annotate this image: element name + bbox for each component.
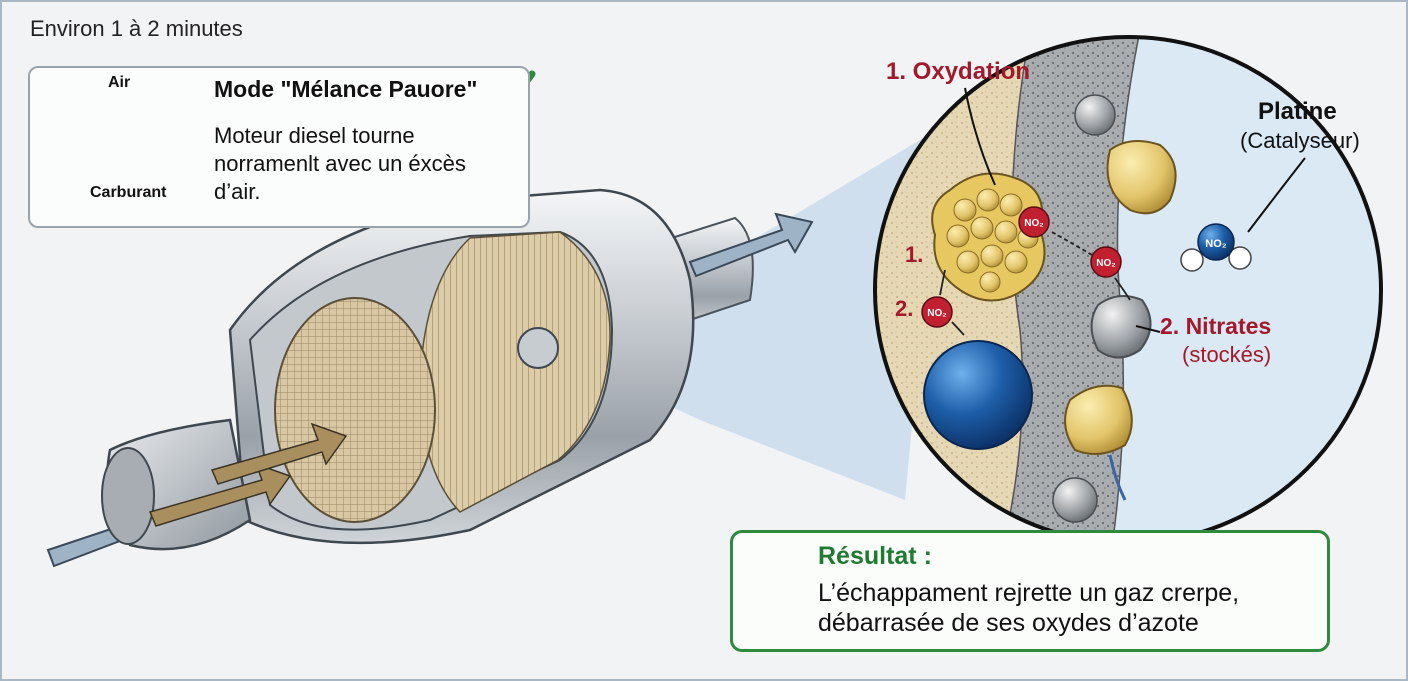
grey-pellet-2 — [1052, 477, 1098, 523]
catalyst-label: (Catalyseur) — [1240, 128, 1360, 153]
molecule-label: NO₂ — [1205, 238, 1227, 250]
nitrates-label: 2. Nitrates — [1160, 313, 1272, 339]
no2-token-2: NO₂ — [1090, 246, 1122, 278]
zoom-beam — [560, 128, 940, 500]
air-label: Air — [108, 74, 131, 91]
grey-pellet-1 — [1074, 94, 1116, 136]
sensor-port — [517, 327, 559, 369]
inner-flow-arrow-1 — [148, 462, 292, 527]
platinum-nugget-2 — [1064, 384, 1133, 455]
leader-oxydation — [964, 87, 996, 186]
mode-box — [28, 66, 530, 228]
stored-label: (stockés) — [1182, 342, 1272, 367]
no2-token-3: NO₂ — [921, 296, 953, 328]
result-box — [730, 530, 1330, 652]
result-title: Résultat : — [818, 542, 932, 570]
time-label: Environ 1 à 2 minutes — [30, 16, 243, 41]
step2-label: 2. — [895, 296, 914, 321]
molecule-label: NO₂ — [1024, 218, 1043, 229]
mode-description: Moteur diesel tourne norramenlt avec un … — [214, 123, 466, 204]
leader-nitrates — [1135, 325, 1161, 333]
platinum-nugget-1 — [1106, 140, 1177, 215]
outlet-arrow — [688, 212, 814, 278]
fuel-label: Carburant — [90, 184, 167, 201]
inlet-opening — [101, 447, 155, 545]
result-text: L’échappament rejrette un gaz crerpe, dé… — [818, 579, 1240, 637]
leader-platine — [1247, 157, 1306, 233]
molecule-label: NO₂ — [927, 308, 946, 319]
no2-token-1: NO₂ — [1018, 206, 1050, 238]
platinum-label: Platine — [1258, 98, 1337, 125]
mode-title: Mode "Mélance Pauore" — [214, 76, 478, 102]
step1-label: 1. — [905, 242, 924, 267]
molecule-label: NO₂ — [1096, 258, 1115, 269]
inner-flow-arrow-2 — [210, 422, 348, 485]
no2-molecule-free: NO₂ — [1180, 223, 1252, 272]
oxidation-label: 1. Oxydation — [886, 58, 1031, 85]
substrate-face — [274, 297, 436, 523]
storage-sphere — [923, 340, 1033, 450]
honeycomb-substrate — [419, 231, 611, 513]
